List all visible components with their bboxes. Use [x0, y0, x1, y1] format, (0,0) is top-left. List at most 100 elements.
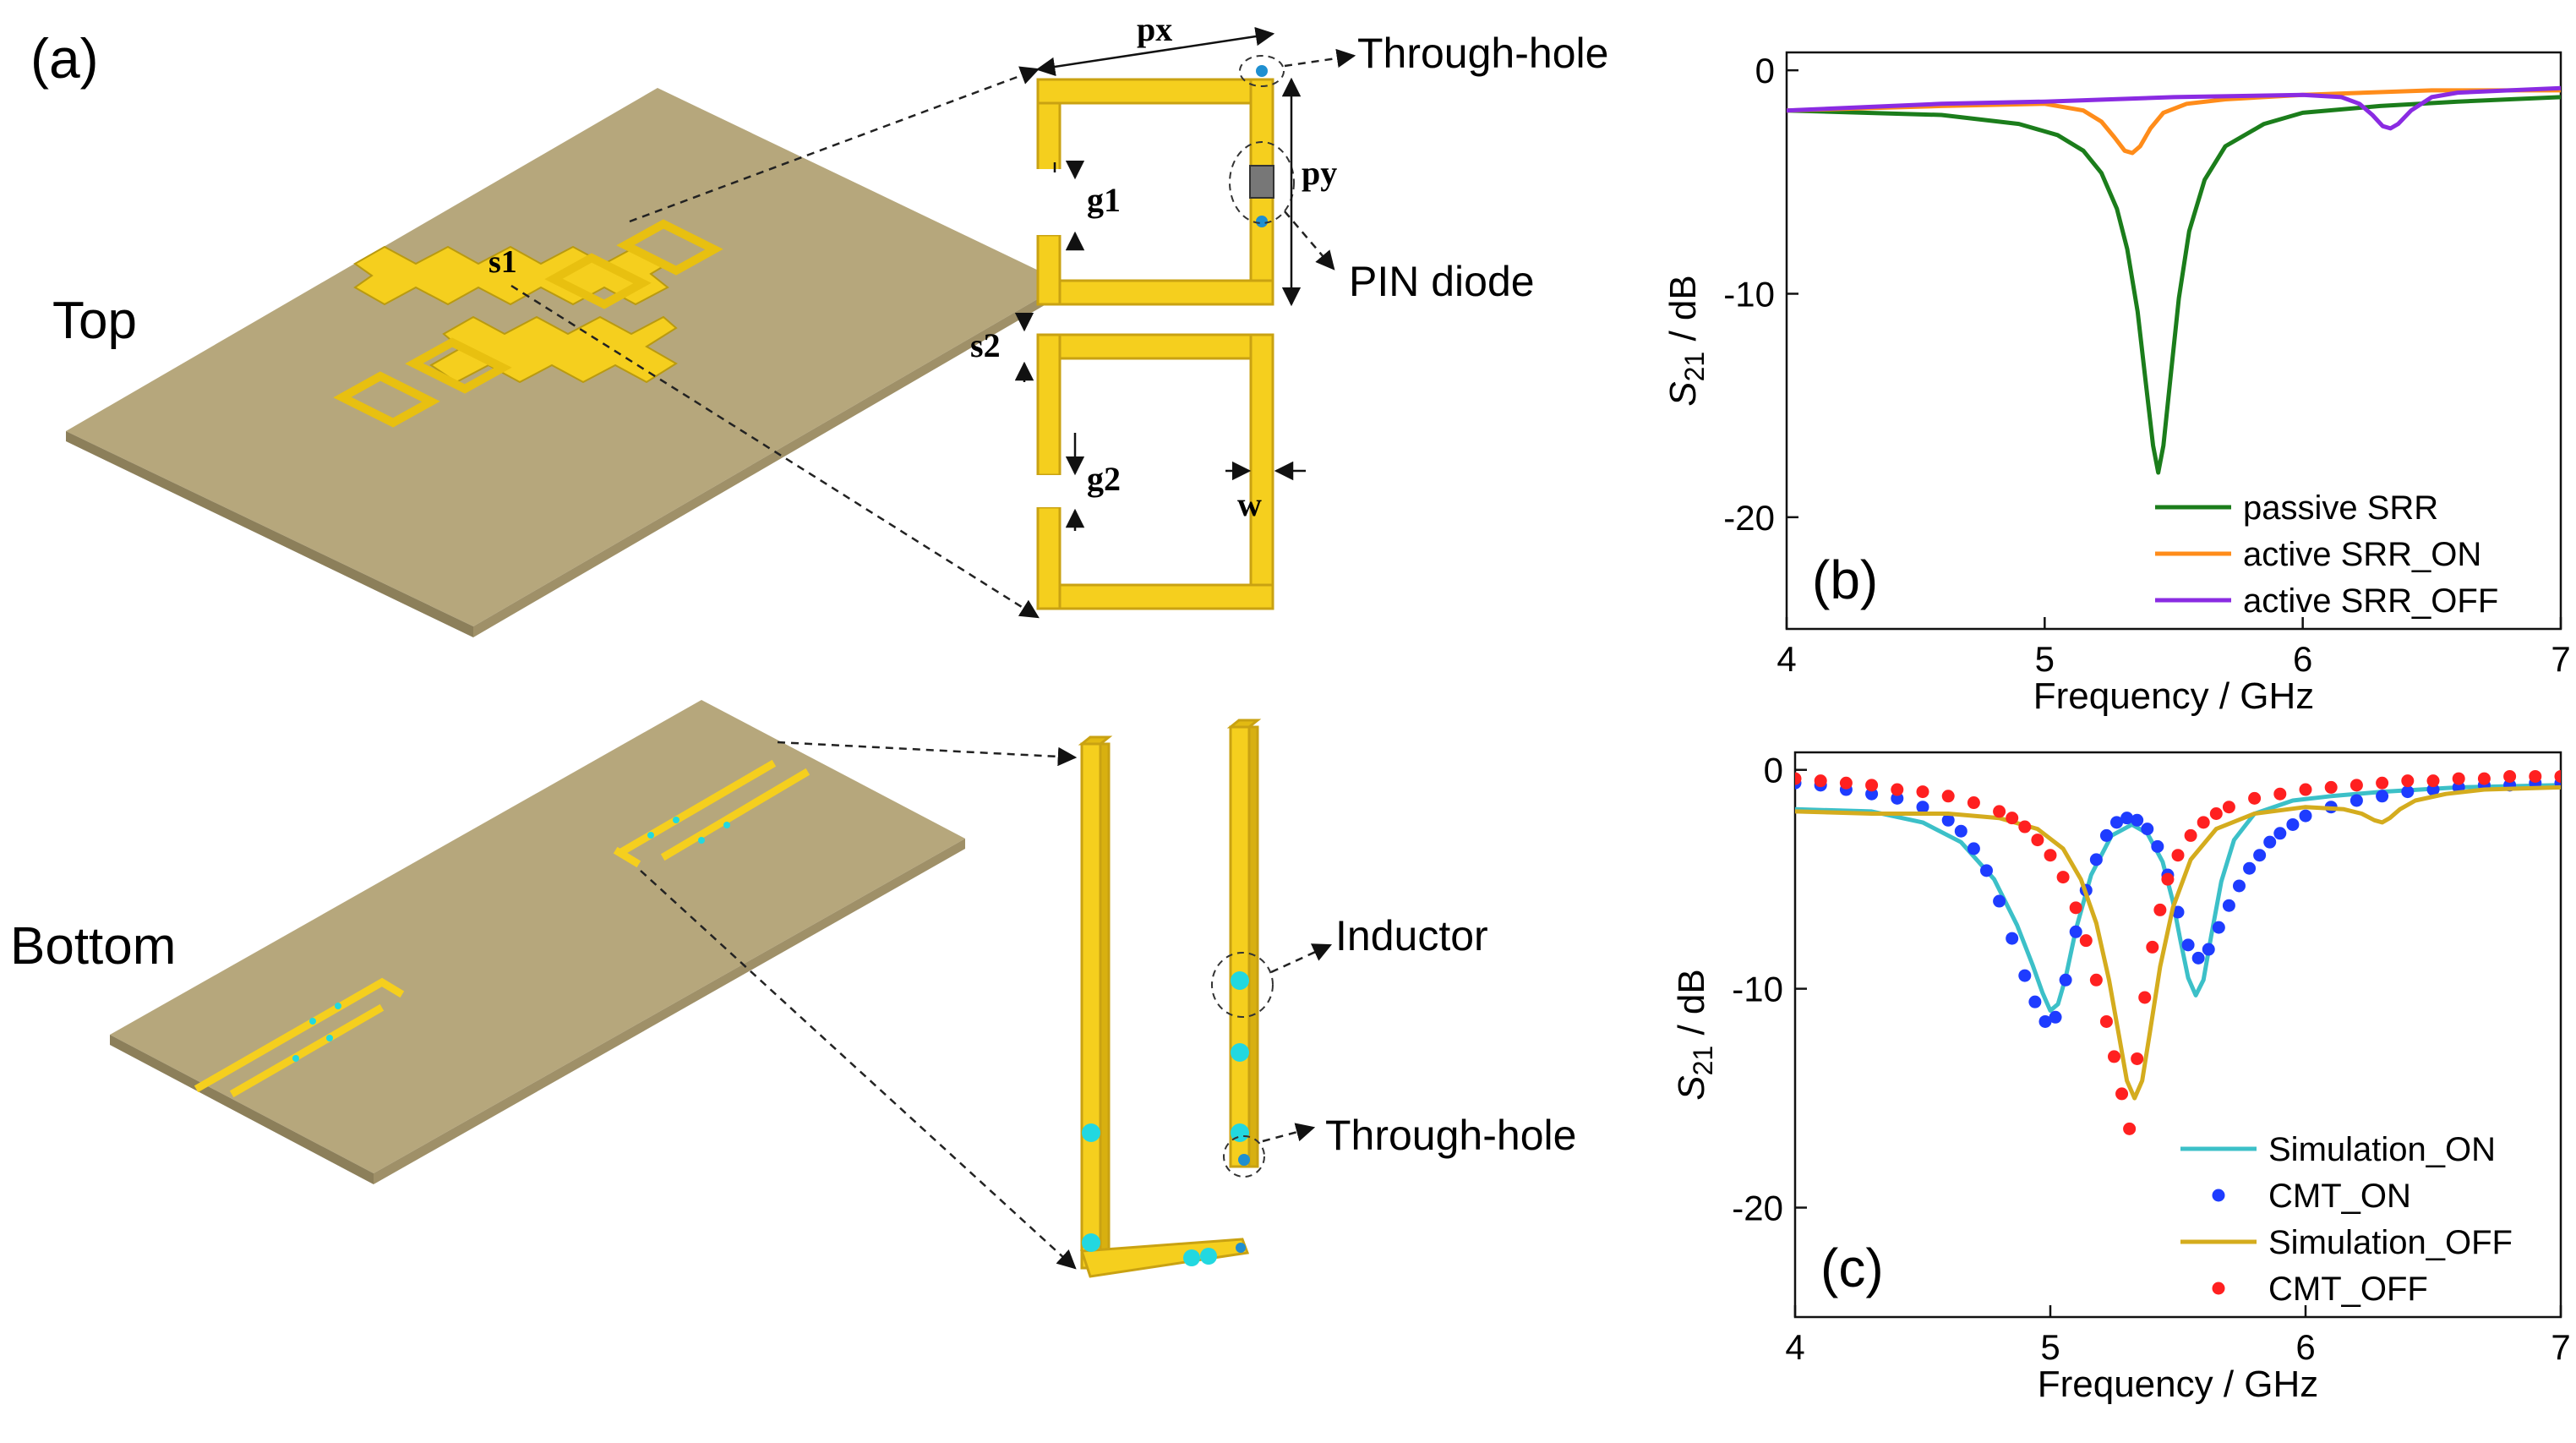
- series-point-cmt-off: [1967, 796, 1980, 810]
- series-point-cmt-off: [1839, 776, 1853, 790]
- series-line-active-srr-on: [1787, 88, 2561, 156]
- series-point-cmt-off: [2153, 903, 2167, 916]
- dim-s1-label: s1: [488, 244, 517, 280]
- series-point-cmt-off: [2299, 783, 2312, 796]
- legend-label: active SRR_ON: [2243, 536, 2481, 573]
- dim-g1-label: g1: [1087, 181, 1121, 219]
- bottom-zoom-lines: [640, 741, 1078, 1270]
- through-hole-top-via-2: [1256, 216, 1268, 227]
- y-axis-label-main: S: [1662, 381, 1704, 406]
- panel-tag: (b): [1812, 549, 1878, 610]
- inductor-highlight: [1211, 952, 1274, 1018]
- series-point-cmt-on: [2376, 790, 2389, 803]
- y-axis-label-rest: / dB: [1671, 969, 1712, 1046]
- series-point-cmt-on: [2018, 969, 2032, 982]
- dimension-lines: [1014, 26, 1306, 531]
- dim-py-label: py: [1302, 154, 1337, 192]
- series-point-cmt-on: [2141, 823, 2154, 836]
- series-point-cmt-on: [1967, 842, 1980, 855]
- y-axis-label-sub: 21: [1679, 352, 1710, 382]
- series-point-cmt-on: [2028, 995, 2042, 1008]
- top-label: Top: [52, 292, 137, 350]
- plot-area: [1787, 85, 2561, 475]
- series-point-cmt-off: [2426, 774, 2440, 788]
- series-point-cmt-on: [2099, 828, 2113, 842]
- dim-g2-label: g2: [1087, 460, 1121, 498]
- series-line-simulation-off: [1795, 784, 2561, 1101]
- series-point-cmt-on: [2263, 835, 2277, 849]
- y-axis-label-rest: / dB: [1662, 275, 1704, 352]
- series-point-cmt-on: [2212, 921, 2225, 934]
- series-point-cmt-off: [2089, 973, 2103, 987]
- callout-pin-diode: PIN diode: [1349, 258, 1535, 305]
- y-axis-label-sub: 21: [1688, 1046, 1718, 1076]
- plot-frame: [1785, 51, 2562, 631]
- series-point-cmt-on: [2222, 899, 2235, 912]
- series-point-cmt-on: [2120, 812, 2134, 825]
- plot-area: [1795, 769, 2561, 1135]
- series-point-cmt-on: [1865, 787, 1879, 801]
- series-point-cmt-off: [2376, 776, 2389, 790]
- x-tick-label: 6: [2293, 639, 2312, 679]
- series-point-cmt-on: [2006, 932, 2019, 945]
- bottom-metal-lines: [194, 759, 810, 1098]
- series-point-cmt-off: [2161, 872, 2175, 886]
- through-hole-bottom-via: [1238, 1154, 1250, 1166]
- series-point-cmt-off: [2056, 871, 2070, 884]
- series-point-cmt-off: [2401, 774, 2415, 788]
- series-point-cmt-on: [2253, 849, 2267, 862]
- legend-marker: [2212, 1189, 2225, 1202]
- series-point-cmt-off: [2171, 849, 2185, 862]
- series-point-cmt-on: [1954, 824, 1967, 838]
- dim-w-label: w: [1237, 485, 1262, 523]
- series-point-cmt-off: [2477, 772, 2491, 785]
- y-tick-label: -20: [1732, 1189, 1783, 1228]
- series-point-cmt-off: [2146, 940, 2159, 954]
- dim-px-label: px: [1137, 10, 1172, 48]
- series-point-cmt-off: [2452, 772, 2465, 785]
- legend-label: Simulation_ON: [2268, 1131, 2496, 1168]
- series-point-cmt-off: [2184, 828, 2197, 842]
- series-point-cmt-on: [2401, 785, 2415, 799]
- series-point-cmt-on: [2202, 943, 2215, 956]
- series-point-cmt-off: [2503, 769, 2517, 783]
- series-point-cmt-on: [2049, 1010, 2062, 1024]
- x-tick-label: 5: [2035, 639, 2055, 679]
- series-point-cmt-off: [2099, 1014, 2113, 1028]
- series-point-cmt-on: [2059, 973, 2072, 987]
- series-point-cmt-on: [2286, 817, 2300, 831]
- callout-through-hole-top: Through-hole: [1357, 30, 1608, 77]
- series-line-active-srr-off: [1787, 85, 2561, 131]
- y-tick-label: 0: [1764, 751, 1783, 790]
- panel-a: (a) Top Bottom s1: [10, 10, 1608, 1278]
- series-point-cmt-on: [2089, 853, 2103, 866]
- through-hole-top-via: [1256, 65, 1268, 77]
- series-point-cmt-on: [1916, 801, 1929, 814]
- series-point-cmt-off: [2108, 1050, 2120, 1063]
- series-point-cmt-on: [2069, 925, 2082, 938]
- top-metal-pattern: [333, 219, 723, 428]
- y-axis-label-main: S: [1671, 1075, 1712, 1100]
- y-tick-label: -10: [1723, 274, 1775, 314]
- series-point-cmt-off: [1795, 772, 1802, 785]
- bottom-inductor-dots: [292, 817, 730, 1062]
- y-axis-label: S21 / dB: [1662, 275, 1710, 406]
- srr-unit-cell: [1036, 78, 1274, 610]
- legend-label: CMT_ON: [2268, 1178, 2411, 1215]
- series-point-cmt-off: [2006, 812, 2019, 825]
- series-point-cmt-on: [2110, 816, 2124, 829]
- series-point-cmt-off: [2222, 801, 2235, 814]
- series-point-cmt-on: [1891, 791, 1904, 805]
- through-hole-bottom-highlight: [1223, 1135, 1265, 1178]
- series-point-cmt-off: [2324, 780, 2338, 794]
- feed-line-detail: [1078, 719, 1262, 1278]
- series-point-cmt-on: [2181, 938, 2195, 952]
- series-point-cmt-off: [2350, 779, 2363, 792]
- series-point-cmt-on: [2131, 813, 2144, 827]
- series-point-cmt-on: [2426, 783, 2440, 796]
- series-point-cmt-on: [2273, 827, 2287, 840]
- pin-diode-icon: [1249, 165, 1274, 199]
- top-zoom-lines: [510, 66, 1040, 619]
- x-axis-label: Frequency / GHz: [2033, 675, 2315, 717]
